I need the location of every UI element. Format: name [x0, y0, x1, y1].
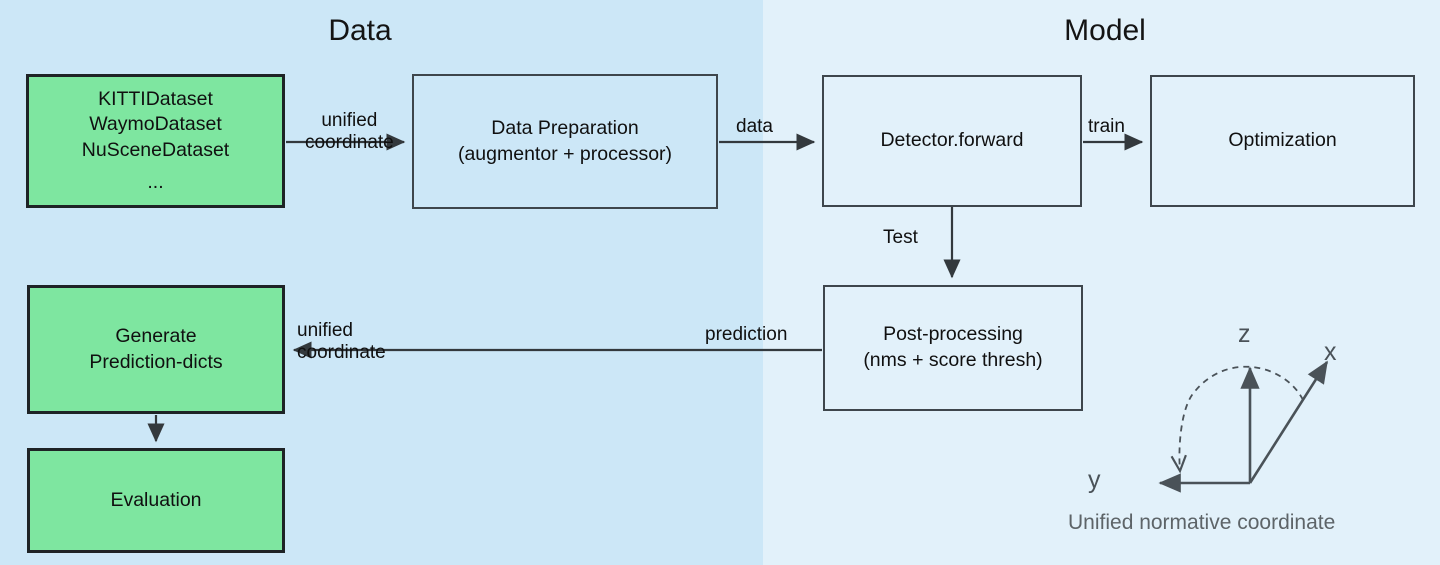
node-data-preparation-line-1: Data Preparation: [491, 116, 639, 139]
node-optimization[interactable]: Optimization: [1150, 75, 1415, 207]
node-evaluation-label: Evaluation: [110, 488, 202, 511]
node-evaluation[interactable]: Evaluation: [27, 448, 285, 553]
node-generate-prediction-dicts-line-1: Generate: [115, 324, 197, 347]
node-generate-prediction-dicts-line-2: Prediction-dicts: [89, 350, 223, 373]
node-post-processing-line-1: Post-processing: [883, 323, 1023, 346]
node-generate-prediction-dicts[interactable]: Generate Prediction-dicts: [27, 285, 285, 414]
node-post-processing-line-2: (nms + score thresh): [863, 349, 1043, 371]
node-datasets-line-1: KITTIDataset: [98, 87, 213, 110]
node-data-preparation[interactable]: Data Preparation (augmentor + processor): [412, 74, 718, 209]
edge-label-unified-top: unified: [321, 110, 378, 131]
node-optimization-label: Optimization: [1228, 129, 1337, 152]
edge-label-unified-coordinate-bottom: unified coordinate: [297, 320, 386, 365]
edge-label-prediction: prediction: [705, 324, 788, 345]
edge-label-unified-coordinate-top: unified coordinate: [305, 110, 394, 155]
edge-label-train: train: [1088, 116, 1125, 137]
node-datasets-ellipsis: ...: [147, 170, 164, 193]
node-post-processing[interactable]: Post-processing (nms + score thresh): [823, 285, 1083, 411]
edge-label-unified-bottom: unified: [297, 320, 353, 341]
edge-label-coordinate-top: coordinate: [305, 132, 394, 154]
data-section-title: Data: [328, 14, 392, 47]
node-detector-forward[interactable]: Detector.forward: [822, 75, 1082, 207]
node-datasets-line-3: NuSceneDataset: [81, 139, 230, 161]
node-data-preparation-line-2: (augmentor + processor): [457, 142, 673, 165]
node-detector-forward-label: Detector.forward: [880, 129, 1024, 152]
axis-label-x: x: [1324, 338, 1337, 366]
coordinate-frame-caption: Unified normative coordinate: [1068, 511, 1336, 534]
model-section-title: Model: [1064, 14, 1146, 47]
axis-label-z: z: [1238, 320, 1251, 348]
node-datasets[interactable]: KITTIDataset WaymoDataset NuSceneDataset…: [26, 74, 285, 208]
axis-label-y: y: [1088, 466, 1101, 494]
node-datasets-line-2: WaymoDataset: [89, 113, 222, 136]
edge-label-test: Test: [883, 227, 918, 248]
edge-label-coordinate-bottom: coordinate: [297, 342, 386, 364]
edge-label-data: data: [736, 116, 773, 137]
